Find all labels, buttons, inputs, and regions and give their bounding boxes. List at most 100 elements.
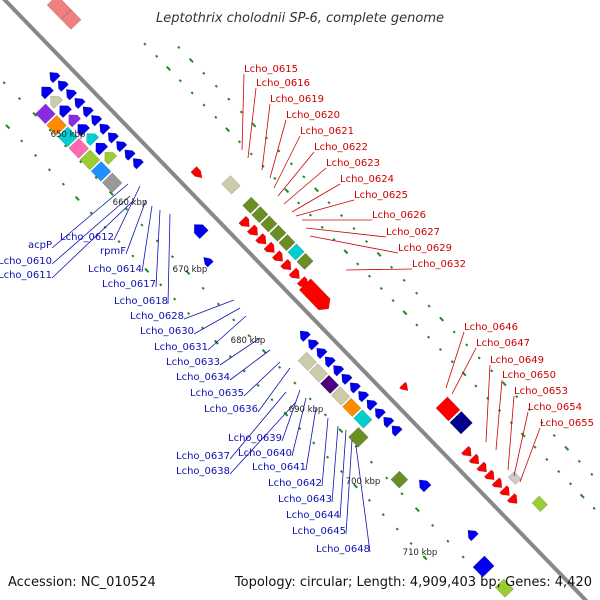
reverse-gene xyxy=(366,399,378,411)
reverse-gene xyxy=(353,409,373,429)
reverse-gene xyxy=(418,479,432,493)
leader-line xyxy=(229,391,287,460)
scale-tick xyxy=(47,168,52,172)
gene-label: Lcho_0634 xyxy=(176,372,230,383)
gene-label: Lcho_0616 xyxy=(256,78,310,89)
leader-line xyxy=(155,209,161,288)
gene-label: Lcho_0649 xyxy=(490,355,544,366)
leader-line xyxy=(507,395,515,471)
reverse-gene xyxy=(59,105,73,119)
scale-tick xyxy=(486,396,490,400)
gene-label: Lcho_0654 xyxy=(528,402,582,413)
reverse-gene xyxy=(132,158,145,170)
scale-tick xyxy=(545,457,549,461)
gene-label: Lcho_0640 xyxy=(238,448,292,459)
scale-label: 680 kbp xyxy=(231,336,266,346)
gene-label: Lcho_0655 xyxy=(540,418,594,429)
leader-line xyxy=(291,183,341,213)
leader-line xyxy=(243,361,281,397)
leader-line xyxy=(309,235,399,254)
scale-tick xyxy=(452,330,456,334)
forward-gene xyxy=(251,206,269,224)
forward-gene xyxy=(221,175,241,195)
scale-tick xyxy=(320,225,324,229)
forward-gene xyxy=(60,9,82,30)
scale-tick xyxy=(308,213,312,217)
reverse-gene xyxy=(68,114,82,128)
reverse-gene xyxy=(390,470,409,489)
leader-line xyxy=(113,185,141,241)
leader-line xyxy=(321,417,329,487)
leader-line xyxy=(273,135,301,189)
gene-label: Lcho_0632 xyxy=(412,259,466,270)
forward-gene xyxy=(46,0,72,20)
scale-tick xyxy=(34,153,38,157)
gene-label: Lcho_0618 xyxy=(114,296,168,307)
scale-tick xyxy=(364,239,369,244)
leader-line xyxy=(257,367,291,413)
reverse-gene xyxy=(331,386,351,406)
reverse-gene xyxy=(95,142,109,156)
gene-labels: Lcho_0615Lcho_0616Lcho_0619Lcho_0620Lcho… xyxy=(0,64,594,555)
scale-tick xyxy=(256,383,260,387)
gene-label: Lcho_0643 xyxy=(278,494,332,505)
scale-tick xyxy=(166,66,171,71)
leader-line xyxy=(283,167,327,205)
scale-ticks xyxy=(2,42,596,561)
leader-line xyxy=(445,331,465,389)
reverse-gene xyxy=(90,161,112,182)
scale-tick xyxy=(214,84,218,88)
gene-label: Lcho_0650 xyxy=(502,370,556,381)
reverse-gene xyxy=(68,138,90,159)
reverse-gene xyxy=(391,425,403,437)
forward-gene xyxy=(238,215,250,228)
scale-tick xyxy=(188,57,194,63)
scale-tick xyxy=(74,196,80,201)
scale-tick xyxy=(438,347,442,352)
scale-tick xyxy=(185,270,191,275)
map-title: Leptothrix cholodnii SP-6, complete geno… xyxy=(156,11,444,26)
gene-label: Lcho_0645 xyxy=(292,526,346,537)
scale-tick xyxy=(533,445,537,449)
scale-tick xyxy=(395,527,399,531)
scale-tick xyxy=(323,413,328,417)
scale-tick xyxy=(237,140,242,144)
forward-gene xyxy=(476,461,487,473)
scale-tick xyxy=(343,249,349,255)
scale-tick xyxy=(297,201,301,205)
scale-tick xyxy=(155,54,159,58)
forward-gene xyxy=(435,396,461,422)
scale-tick xyxy=(273,176,277,180)
scale-tick xyxy=(390,265,394,269)
scale-tick xyxy=(170,255,175,259)
reverse-gene xyxy=(82,106,94,118)
reverse-gene xyxy=(374,408,387,420)
gene-features xyxy=(35,0,548,598)
reverse-gene xyxy=(50,96,64,109)
gene-label: Lcho_0612 xyxy=(60,232,114,243)
gene-label: Lcho_0627 xyxy=(386,227,440,238)
reverse-gene xyxy=(467,529,479,542)
leader-line xyxy=(219,337,261,366)
leader-line xyxy=(345,268,413,271)
scale-tick xyxy=(20,139,24,143)
leader-line xyxy=(345,439,353,535)
leader-line xyxy=(229,401,297,475)
gene-label: Lcho_0628 xyxy=(130,311,184,322)
scale-tick xyxy=(261,349,267,354)
leader-line xyxy=(485,364,491,443)
scale-tick xyxy=(402,310,408,316)
gene-label: Lcho_0610 xyxy=(0,256,52,267)
scale-tick xyxy=(227,97,231,101)
scale-tick xyxy=(283,411,289,417)
reverse-gene xyxy=(299,330,311,342)
scale-tick xyxy=(431,523,435,527)
reverse-gene xyxy=(49,71,61,84)
scale-tick xyxy=(592,506,596,510)
forward-gene xyxy=(468,453,480,465)
reverse-gene xyxy=(494,578,514,598)
reverse-gene xyxy=(341,373,353,386)
scale-tick xyxy=(216,302,220,306)
reverse-gene xyxy=(124,149,136,161)
scale-tick xyxy=(577,459,581,463)
